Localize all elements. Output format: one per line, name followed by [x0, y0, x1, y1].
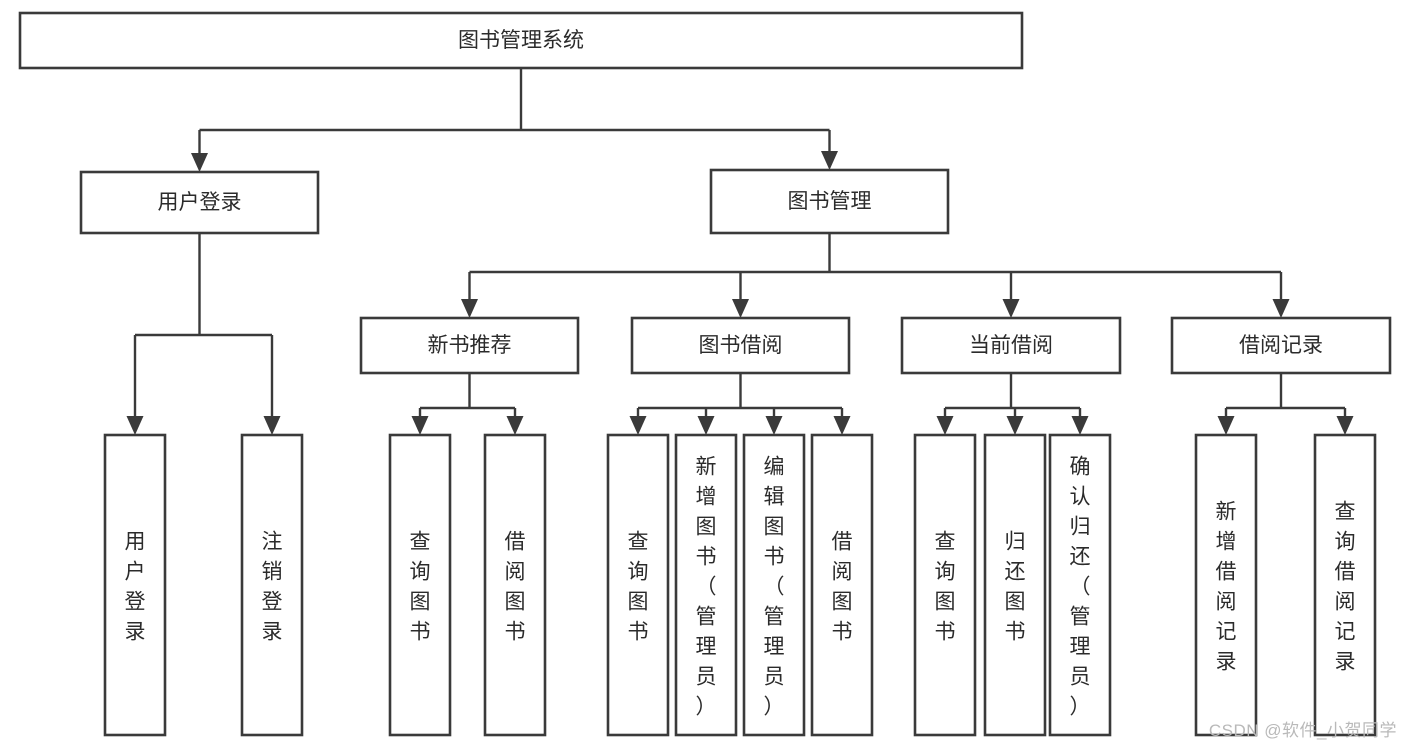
arrow-head-icon	[506, 416, 524, 435]
node-leaf-edit-book[interactable]: 编辑图书（管理员）	[742, 433, 806, 737]
arrow-head-icon	[126, 416, 144, 435]
node-leaf-confirm-return[interactable]: 确认归还（管理员）	[1048, 433, 1112, 737]
node-box	[18, 11, 1024, 70]
node-label: 图书管理系统	[458, 29, 584, 52]
node-leaf-add-record[interactable]: 新增借阅记录	[1194, 433, 1258, 737]
node-label: 新增借阅记录	[1216, 500, 1237, 673]
node-label: 借阅图书	[505, 530, 526, 643]
node-box	[1048, 433, 1112, 737]
arrow-head-icon	[1336, 416, 1354, 435]
node-label: 注销登录	[262, 530, 283, 643]
node-box	[606, 433, 670, 737]
node-label: 用户登录	[158, 191, 242, 214]
node-box	[900, 316, 1122, 375]
node-root[interactable]: 图书管理系统	[18, 11, 1024, 70]
node-label: 新增图书（管理员）	[696, 455, 717, 718]
arrow-head-icon	[1071, 416, 1089, 435]
node-layer: 图书管理系统用户登录图书管理新书推荐图书借阅当前借阅借阅记录用户登录注销登录查询…	[18, 11, 1392, 737]
node-box	[1170, 316, 1392, 375]
arrow-head-icon	[833, 416, 851, 435]
node-box	[79, 170, 320, 235]
node-label: 借阅图书	[832, 530, 853, 643]
arrow-head-icon	[697, 416, 715, 435]
arrow-head-icon	[191, 153, 208, 172]
node-book-management[interactable]: 图书管理	[709, 168, 950, 235]
arrow-head-icon	[1006, 416, 1024, 435]
arrow-head-icon	[461, 299, 478, 318]
node-leaf-return-book[interactable]: 归还图书	[983, 433, 1047, 737]
node-label: 查询借阅记录	[1335, 500, 1356, 673]
node-label: 查询图书	[410, 530, 431, 643]
arrow-head-icon	[263, 416, 281, 435]
node-label: 查询图书	[628, 530, 649, 643]
node-label: 新书推荐	[428, 334, 512, 357]
node-label: 编辑图书（管理员）	[764, 455, 785, 718]
node-box	[1194, 433, 1258, 737]
arrow-head-icon	[629, 416, 647, 435]
node-leaf-logout[interactable]: 注销登录	[240, 433, 304, 737]
node-label: 图书借阅	[699, 334, 783, 357]
node-box	[913, 433, 977, 737]
node-leaf-borrow-book-1[interactable]: 借阅图书	[483, 433, 547, 737]
arrow-head-icon	[1217, 416, 1235, 435]
node-box	[709, 168, 950, 235]
node-book-borrow[interactable]: 图书借阅	[630, 316, 851, 375]
node-label: 确认归还（管理员）	[1070, 455, 1091, 718]
node-label: 借阅记录	[1239, 334, 1323, 357]
node-box	[674, 433, 738, 737]
node-new-book-recommend[interactable]: 新书推荐	[359, 316, 580, 375]
node-box	[630, 316, 851, 375]
node-box	[483, 433, 547, 737]
node-box	[742, 433, 806, 737]
node-leaf-borrow-book-2[interactable]: 借阅图书	[810, 433, 874, 737]
node-leaf-add-book[interactable]: 新增图书（管理员）	[674, 433, 738, 737]
node-leaf-query-book-3[interactable]: 查询图书	[913, 433, 977, 737]
node-leaf-query-book-1[interactable]: 查询图书	[388, 433, 452, 737]
node-borrow-record[interactable]: 借阅记录	[1170, 316, 1392, 375]
connector-layer	[126, 68, 1354, 435]
arrow-head-icon	[732, 299, 749, 318]
arrow-head-icon	[1272, 299, 1290, 318]
node-label: 图书管理	[788, 190, 872, 213]
node-box	[388, 433, 452, 737]
node-box	[240, 433, 304, 737]
node-label: 当前借阅	[969, 334, 1053, 357]
node-leaf-query-record[interactable]: 查询借阅记录	[1313, 433, 1377, 737]
node-box	[810, 433, 874, 737]
node-current-borrow[interactable]: 当前借阅	[900, 316, 1122, 375]
node-label: 归还图书	[1005, 530, 1026, 643]
arrow-head-icon	[936, 416, 954, 435]
node-box	[359, 316, 580, 375]
node-box	[983, 433, 1047, 737]
node-leaf-query-book-2[interactable]: 查询图书	[606, 433, 670, 737]
arrow-head-icon	[411, 416, 429, 435]
node-label: 用户登录	[125, 530, 146, 643]
node-user-login[interactable]: 用户登录	[79, 170, 320, 235]
node-leaf-user-login[interactable]: 用户登录	[103, 433, 167, 737]
node-label: 查询图书	[935, 530, 956, 643]
arrow-head-icon	[821, 151, 838, 170]
arrow-head-icon	[1002, 299, 1020, 318]
node-box	[1313, 433, 1377, 737]
node-box	[103, 433, 167, 737]
arrow-head-icon	[765, 416, 783, 435]
